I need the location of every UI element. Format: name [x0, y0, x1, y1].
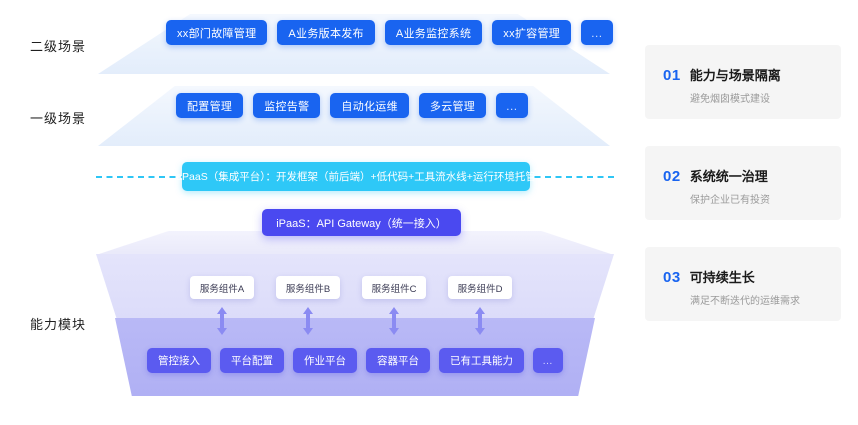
service-component[interactable]: 服务组件D: [448, 276, 512, 299]
info-card-title: 系统统一治理: [689, 169, 768, 184]
double-arrow-icon: [362, 306, 426, 336]
apaas-dashed-line-left: [96, 176, 186, 178]
info-card-header: 03 可持续生长: [663, 267, 755, 286]
double-arrow-icon: [276, 306, 340, 336]
stage-label-level2: 二级场景: [30, 39, 87, 54]
apaas-layer: aPaaS（集成平台）：开发框架（前后端）+低代码+工具流水线+运行环境托管: [96, 162, 614, 192]
info-card-number: 01: [663, 67, 681, 84]
level1-tag-row: 配置管理 监控告警 自动化运维 多云管理 …: [176, 93, 529, 118]
level2-tag[interactable]: xx扩容管理: [492, 20, 572, 45]
apaas-bar[interactable]: aPaaS（集成平台）：开发框架（前后端）+低代码+工具流水线+运行环境托管: [176, 162, 536, 191]
stage-label-level1: 一级场景: [30, 111, 87, 126]
capability-tag[interactable]: 已有工具能力: [439, 348, 524, 373]
capability-tag[interactable]: 管控接入: [147, 348, 211, 373]
level2-tag[interactable]: A业务监控系统: [384, 20, 483, 45]
info-card-03[interactable]: 03 可持续生长 满足不断迭代的运维需求: [645, 247, 841, 321]
stage-label-capability: 能力模块: [30, 317, 87, 332]
info-card-subtitle: 避免烟囱模式建设: [690, 94, 770, 105]
level2-tag-row: xx部门故障管理 A业务版本发布 A业务监控系统 xx扩容管理 …: [166, 20, 614, 45]
service-component-row: 服务组件A 服务组件B 服务组件C 服务组件D: [190, 276, 512, 299]
double-arrow-icon: [190, 306, 254, 336]
level1-tag[interactable]: 多云管理: [418, 93, 487, 118]
info-card-01[interactable]: 01 能力与场景隔离 避免烟囱模式建设: [645, 45, 841, 119]
capability-tag[interactable]: 容器平台: [366, 348, 430, 373]
level1-tag-more[interactable]: …: [496, 93, 529, 118]
level2-tag[interactable]: xx部门故障管理: [166, 20, 268, 45]
level1-tag[interactable]: 监控告警: [253, 93, 321, 118]
info-card-header: 02 系统统一治理: [663, 166, 768, 185]
info-card-header: 01 能力与场景隔离: [663, 65, 781, 84]
capability-tag-row: 管控接入 平台配置 作业平台 容器平台 已有工具能力 …: [147, 348, 563, 373]
level2-tag-more[interactable]: …: [581, 20, 614, 45]
info-card-subtitle: 满足不断迭代的运维需求: [690, 296, 800, 307]
connector-arrow-row: [190, 306, 512, 336]
info-card-number: 02: [663, 168, 681, 185]
capability-tag[interactable]: 作业平台: [293, 348, 357, 373]
info-card-number: 03: [663, 269, 681, 286]
service-component[interactable]: 服务组件B: [276, 276, 340, 299]
service-component[interactable]: 服务组件A: [190, 276, 254, 299]
capability-tag[interactable]: 平台配置: [220, 348, 284, 373]
level1-tag[interactable]: 自动化运维: [330, 93, 409, 118]
level1-tag[interactable]: 配置管理: [176, 93, 244, 118]
double-arrow-icon: [448, 306, 512, 336]
service-component[interactable]: 服务组件C: [362, 276, 426, 299]
info-card-title: 能力与场景隔离: [689, 68, 781, 83]
info-card-title: 可持续生长: [689, 270, 755, 285]
capability-tag-more[interactable]: …: [533, 348, 563, 373]
info-card-subtitle: 保护企业已有投资: [690, 195, 770, 206]
capability-box-upper-band: [96, 254, 614, 319]
ipaas-bar[interactable]: iPaaS：API Gateway（统一接入）: [262, 209, 461, 236]
info-card-02[interactable]: 02 系统统一治理 保护企业已有投资: [645, 146, 841, 220]
level2-tag[interactable]: A业务版本发布: [277, 20, 375, 45]
apaas-dashed-line-right: [524, 176, 614, 178]
